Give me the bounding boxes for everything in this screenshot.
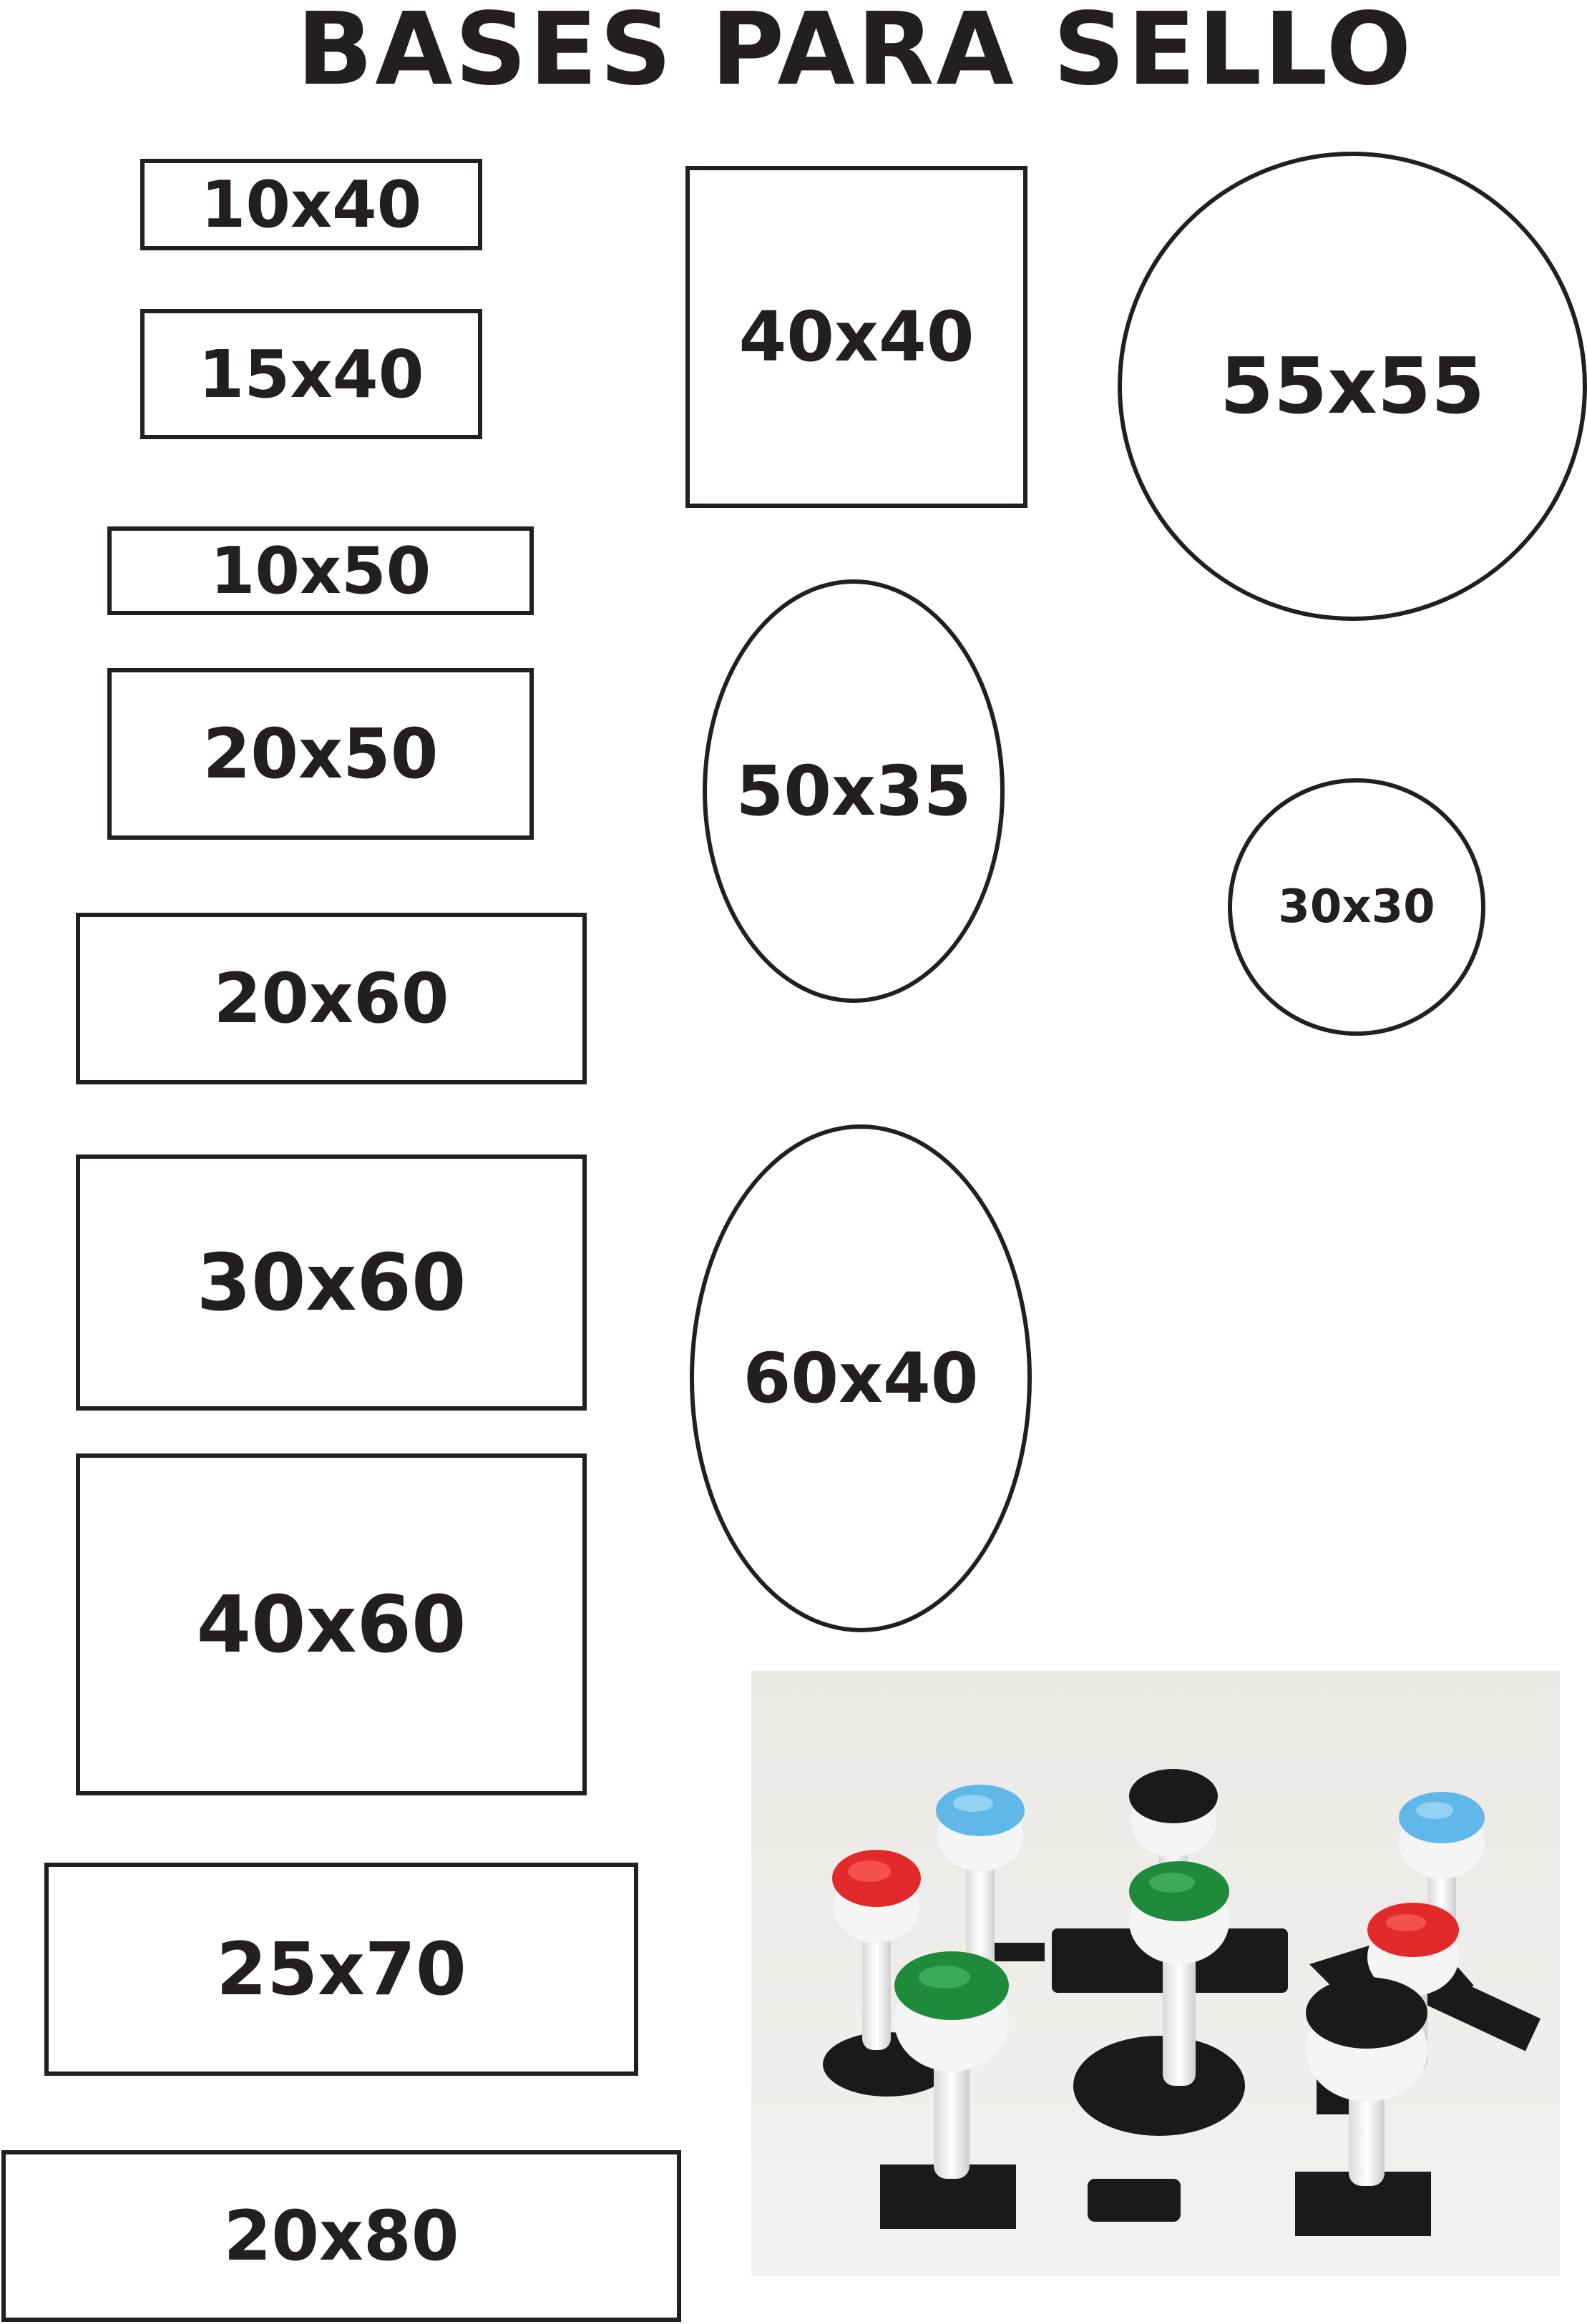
base-rect-20x80: 20x80 xyxy=(1,2150,681,2322)
base-circle-30x30: 30x30 xyxy=(1228,778,1485,1036)
size-label: 60x40 xyxy=(743,1338,979,1418)
stamp-handles-photo xyxy=(751,1671,1560,2276)
size-label: 40x60 xyxy=(196,1579,467,1670)
base-circle-55x55: 55x55 xyxy=(1118,152,1587,621)
base-rect-10x50: 10x50 xyxy=(107,526,534,615)
size-label: 25x70 xyxy=(216,1926,467,2012)
base-rect-25x70: 25x70 xyxy=(44,1863,638,2076)
size-label: 10x50 xyxy=(210,533,431,609)
size-label: 20x60 xyxy=(213,958,449,1039)
size-label: 30x60 xyxy=(196,1237,467,1328)
size-label: 20x50 xyxy=(202,714,439,794)
base-rect-20x60: 20x60 xyxy=(76,913,587,1084)
base-rect-40x60: 40x60 xyxy=(76,1453,587,1795)
page-title: BASES PARA SELLO xyxy=(296,0,1414,108)
size-label: 50x35 xyxy=(736,751,972,831)
base-rect-10x40: 10x40 xyxy=(140,159,482,250)
base-rect-7 xyxy=(1088,2179,1181,2222)
size-label: 55x55 xyxy=(1219,341,1485,431)
base-rect-30x60: 30x60 xyxy=(76,1154,587,1411)
base-rect-15x40: 15x40 xyxy=(140,309,482,439)
base-rect-4 xyxy=(995,1943,1045,1961)
size-label: 15x40 xyxy=(198,335,424,413)
base-oval-50x35: 50x35 xyxy=(703,579,1005,1003)
base-oval-1 xyxy=(1073,2036,1245,2136)
base-rect-3 xyxy=(1421,1970,1541,2051)
size-label: 40x40 xyxy=(738,297,975,377)
size-label: 20x80 xyxy=(223,2196,459,2276)
base-oval-60x40: 60x40 xyxy=(690,1124,1032,1632)
size-label: 10x40 xyxy=(200,167,422,242)
size-label: 30x30 xyxy=(1278,881,1435,933)
base-square-40x40: 40x40 xyxy=(685,166,1027,508)
base-rect-20x50: 20x50 xyxy=(107,668,534,840)
